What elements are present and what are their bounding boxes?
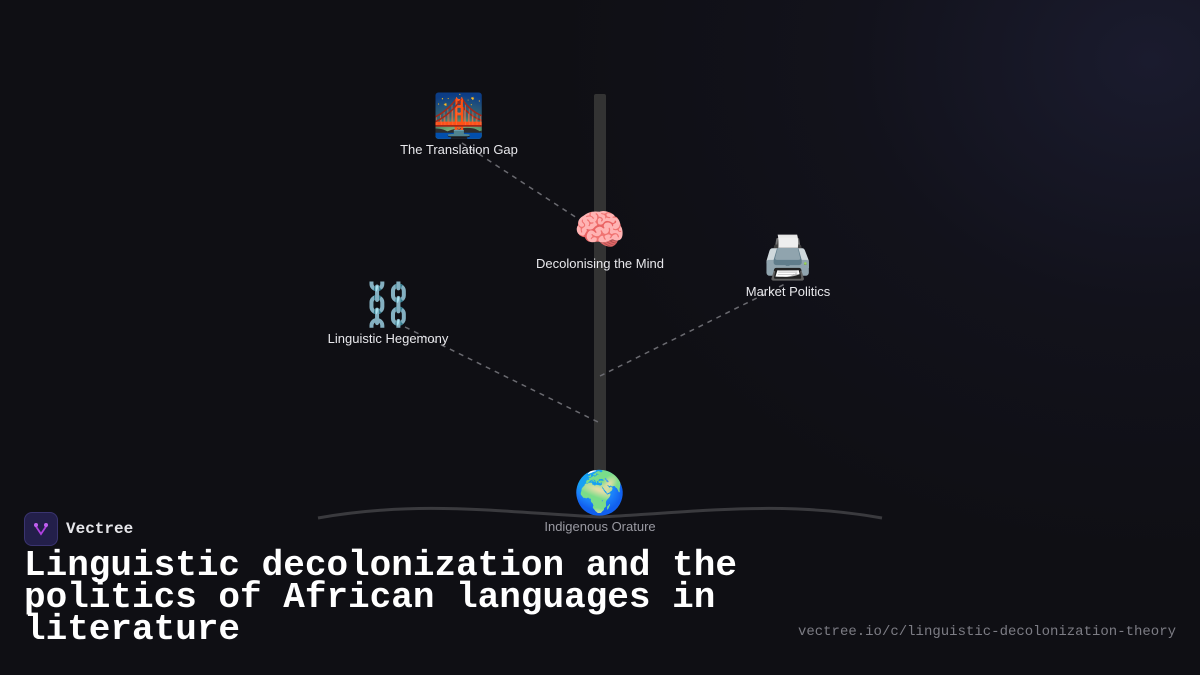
chains-icon: ⛓️ (361, 281, 415, 328)
node-label: Market Politics (745, 284, 831, 299)
branch-translation-gap (461, 142, 581, 221)
page-url[interactable]: vectree.io/c/linguistic-decolonization-t… (797, 624, 1176, 640)
node-indigenous-orature[interactable]: 🌍 Indigenous Orature (544, 469, 655, 534)
node-label: Indigenous Orature (544, 519, 656, 534)
brain-icon: 🧠 (573, 206, 627, 253)
branch-linguistic-hegemony (404, 326, 601, 424)
node-market-politics[interactable]: 🖨️ Market Politics (746, 234, 831, 299)
ground-curve (317, 506, 883, 520)
node-linguistic-hegemony[interactable]: ⛓️ Linguistic Hegemony (328, 281, 449, 346)
globe-africa-icon: 🌍 (573, 469, 627, 516)
brand-name: Vectree (66, 520, 134, 538)
node-translation-gap[interactable]: 🌉 The Translation Gap (400, 92, 518, 157)
node-label: The Translation Gap (400, 142, 518, 157)
bridge-at-night-icon: 🌉 (432, 92, 486, 139)
node-label: Decolonising the Mind (536, 256, 664, 271)
node-decolonising-the-mind[interactable]: 🧠 Decolonising the Mind (536, 206, 664, 271)
printer-icon: 🖨️ (761, 234, 815, 281)
node-label: Linguistic Hegemony (327, 331, 449, 346)
brand: Vectree (24, 512, 133, 546)
vectree-logo-icon (24, 512, 58, 546)
trunk (594, 94, 606, 494)
page-title: Linguistic decolonization and the politi… (24, 545, 737, 650)
branch-market-politics (599, 282, 788, 377)
